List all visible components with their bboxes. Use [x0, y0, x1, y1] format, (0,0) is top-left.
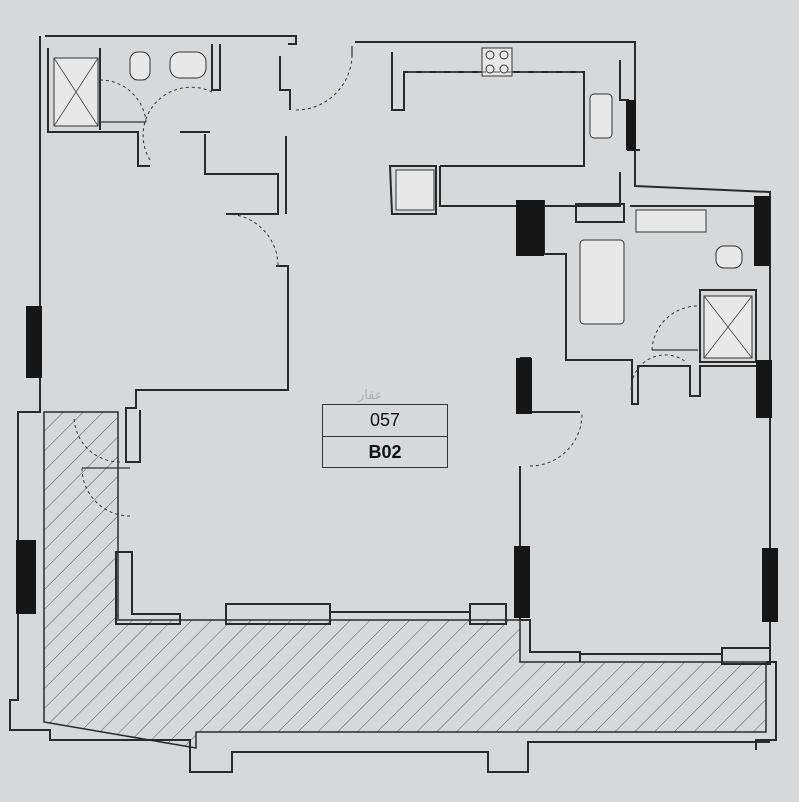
kitchen-fixtures: [395, 47, 613, 211]
bathroom-fixtures: [53, 51, 753, 359]
exterior-walls: [9, 35, 777, 773]
unit-code: B02: [368, 442, 402, 462]
column: [754, 196, 770, 266]
washbasin: [169, 51, 207, 79]
column: [626, 100, 636, 150]
watermark-text: عقار: [358, 388, 383, 403]
bathtub: [579, 239, 625, 325]
sink: [589, 93, 613, 139]
column: [516, 358, 532, 414]
door-swings: [73, 46, 699, 517]
structural-columns: [16, 100, 778, 622]
column: [16, 540, 36, 614]
unit-number: 057: [323, 405, 447, 437]
column: [516, 200, 544, 256]
column: [762, 548, 778, 622]
toilet: [715, 245, 743, 269]
column: [514, 546, 530, 618]
column: [26, 306, 42, 378]
kitchen-counter: [395, 169, 435, 211]
toilet: [129, 51, 151, 81]
column: [756, 360, 772, 418]
interior-walls: [47, 44, 771, 665]
double-vanity: [635, 209, 707, 233]
unit-label: 057 B02: [322, 404, 448, 468]
